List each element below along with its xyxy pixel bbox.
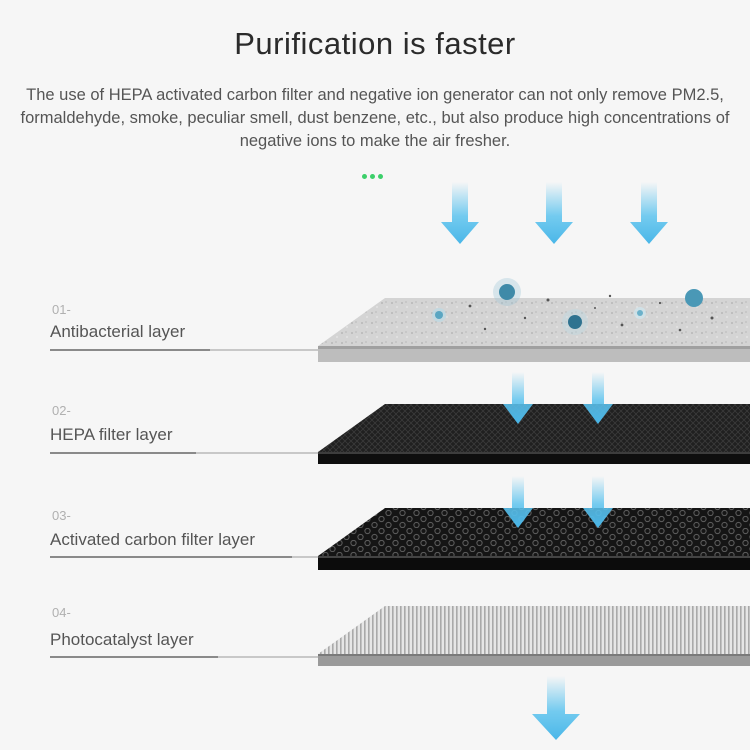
leader-line xyxy=(50,656,318,658)
page-title: Purification is faster xyxy=(234,26,516,61)
down-arrow-icon xyxy=(441,182,668,244)
leader-line xyxy=(50,452,318,454)
more-dots-icon xyxy=(362,174,383,179)
leader-line xyxy=(50,556,318,558)
layer-label: Antibacterial layer xyxy=(50,322,186,341)
layer-label: Photocatalyst layer xyxy=(50,630,194,649)
layer-number: 04- xyxy=(52,605,71,620)
leader-line xyxy=(50,349,318,351)
down-arrow-icon xyxy=(503,372,613,528)
pollutant-particle-icon xyxy=(432,278,703,335)
layer-number: 02- xyxy=(52,403,71,418)
layer-label: HEPA filter layer xyxy=(50,425,173,444)
layer-number: 03- xyxy=(52,508,71,523)
carbon-plate xyxy=(318,508,750,570)
layer-label: Activated carbon filter layer xyxy=(50,530,256,549)
hepa-plate xyxy=(318,404,750,464)
photocatalyst-plate xyxy=(318,606,750,666)
down-arrow-icon xyxy=(532,676,580,740)
antibacterial-plate xyxy=(318,278,750,362)
page-description: The use of HEPA activated carbon filter … xyxy=(20,86,730,150)
layer-number: 01- xyxy=(52,302,71,317)
